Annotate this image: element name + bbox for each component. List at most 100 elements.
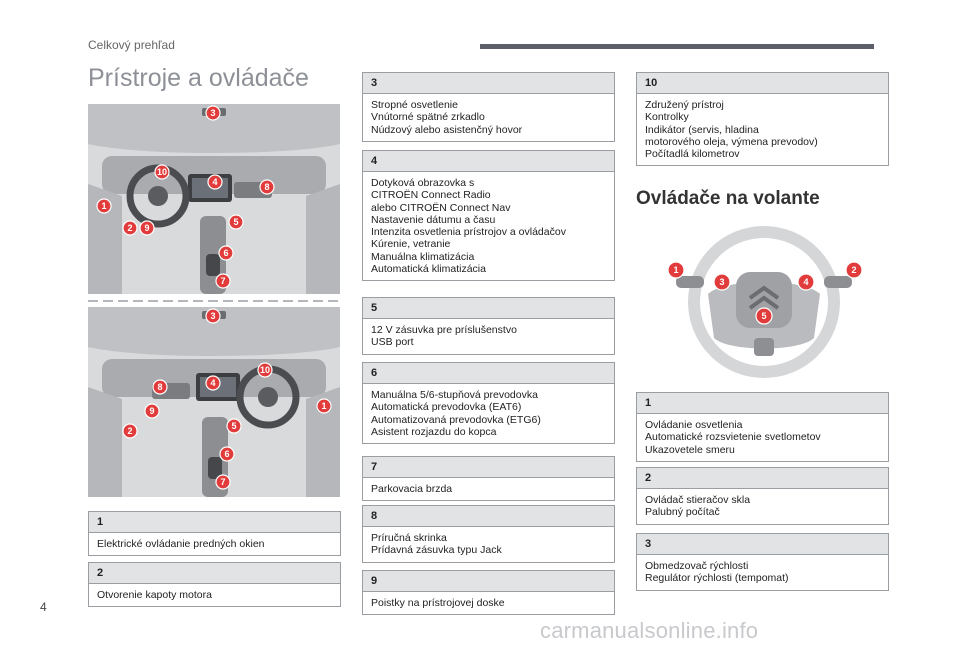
marker-6: 6 [218,245,234,261]
legend-box-9: 9 Poistky na prístrojovej doske [362,570,615,616]
marker-5: 5 [228,214,244,230]
legend-number: 1 [89,512,340,533]
svg-text:3: 3 [719,277,724,287]
svg-text:6: 6 [224,449,229,459]
legend-line: Núdzový alebo asistenčný hovor [371,123,523,136]
marker-8: 8 [152,379,168,395]
legend-number: 2 [637,468,888,489]
svg-text:5: 5 [231,421,236,431]
svg-text:1: 1 [101,201,106,211]
legend-box-6: 6 Manuálna 5/6-stupňová prevodovka Autom… [362,362,615,445]
legend-line: Príručná skrinka [371,532,447,544]
legend-line: Nastavenie dátumu a času [371,213,496,226]
header-rule [480,44,874,49]
legend-line: Elektrické ovládanie predných okien [97,538,265,550]
legend-line: Ovládač stieračov skla [645,494,751,506]
svg-text:1: 1 [673,265,678,275]
legend-line: Prídavná zásuvka typu Jack [371,544,502,557]
svg-text:5: 5 [761,311,766,321]
legend-line: Intenzita osvetlenia prístrojov a ovláda… [371,226,566,239]
legend-line: Dotyková obrazovka s [371,177,475,189]
svg-text:3: 3 [210,108,215,118]
steering-wheel-illustration: 1 3 4 2 5 [636,220,887,380]
marker-1: 1 [316,398,332,414]
svg-text:6: 6 [223,248,228,258]
svg-text:4: 4 [803,277,808,287]
marker-9: 9 [144,403,160,419]
page-title: Prístroje a ovládače [88,64,309,92]
legend-line: Združený prístroj [645,99,724,111]
legend-box-2: 2 Otvorenie kapoty motora [88,562,341,608]
watermark: carmanualsonline.info [540,618,759,643]
svg-text:3: 3 [210,311,215,321]
marker-5: 5 [226,418,242,434]
legend-box-10: 10 Združený prístroj Kontrolky Indikátor… [636,72,889,167]
svg-text:1: 1 [321,401,326,411]
marker-4: 4 [207,174,223,190]
svg-text:4: 4 [210,378,215,388]
marker-5: 5 [755,307,773,325]
marker-6: 6 [219,446,235,462]
marker-2: 2 [122,220,138,236]
legend-number: 8 [363,506,614,527]
svg-text:5: 5 [233,217,238,227]
marker-2: 2 [122,423,138,439]
legend-line: Vnútorné spätné zrkadlo [371,111,485,124]
legend-box-5: 5 12 V zásuvka pre príslušenstvo USB por… [362,297,615,355]
legend-line: Manuálna 5/6-stupňová prevodovka [371,389,538,401]
legend-line: CITROËN Connect Radio [371,189,491,202]
legend-line: Automatické rozsvietenie svetlometov [645,431,821,444]
dashboard-lhd-illustration: 3 10 4 8 1 5 2 9 6 7 [88,104,340,294]
legend-line: Manuálna klimatizácia [371,250,475,263]
svg-text:10: 10 [157,167,167,177]
section-label: Celkový prehľad [88,38,175,52]
marker-3: 3 [205,105,221,121]
legend-line: USB port [371,336,414,349]
legend-line: Asistent rozjazdu do kopca [371,425,497,438]
legend-line: Kúrenie, vetranie [371,238,451,251]
legend-line: Počítadlá kilometrov [645,148,740,161]
svg-text:9: 9 [144,223,149,233]
marker-3: 3 [713,273,731,291]
section-subtitle: Ovládače na volante [636,188,820,209]
legend-line: Kontrolky [645,111,689,124]
legend-line: alebo CITROËN Connect Nav [371,201,511,214]
svg-text:2: 2 [127,223,132,233]
legend-box-3: 3 Stropné osvetlenie Vnútorné spätné zrk… [362,72,615,142]
legend-line: Ovládanie osvetlenia [645,419,743,431]
svg-text:9: 9 [149,406,154,416]
callout-markers: 3 10 4 8 1 5 2 9 6 7 [96,105,275,289]
legend-number: 4 [363,151,614,172]
marker-8: 8 [259,179,275,195]
svg-text:2: 2 [127,426,132,436]
marker-7: 7 [215,474,231,490]
callout-markers: 3 10 8 4 9 1 5 2 6 7 [122,308,332,490]
marker-1: 1 [96,198,112,214]
legend-line: Ukazovetele smeru [645,443,735,456]
svg-text:7: 7 [220,477,225,487]
marker-10: 10 [154,164,170,180]
legend-box-4: 4 Dotyková obrazovka s CITROËN Connect R… [362,150,615,282]
legend-box-7: 7 Parkovacia brzda [362,456,615,502]
legend-line: Automatizovaná prevodovka (ETG6) [371,413,541,426]
dashboard-rhd-illustration: 3 10 8 4 9 1 5 2 6 7 [88,307,340,497]
marker-3: 3 [205,308,221,324]
legend-number: 6 [363,363,614,384]
figure-divider [88,300,340,302]
wheel-legend-box-2: 2 Ovládač stieračov skla Palubný počítač [636,467,889,525]
marker-2: 2 [845,261,863,279]
legend-line: Regulátor rýchlosti (tempomat) [645,572,789,585]
legend-number: 9 [363,571,614,592]
legend-line: Obmedzovač rýchlosti [645,560,749,572]
legend-line: Otvorenie kapoty motora [97,589,212,601]
legend-line: Parkovacia brzda [371,483,453,495]
legend-box-1: 1 Elektrické ovládanie predných okien [88,511,341,557]
marker-4: 4 [205,375,221,391]
legend-number: 10 [637,73,888,94]
legend-line: Indikátor (servis, hladina [645,123,759,136]
legend-number: 7 [363,457,614,478]
legend-number: 2 [89,563,340,584]
marker-1: 1 [667,261,685,279]
svg-text:8: 8 [157,382,162,392]
legend-box-8: 8 Príručná skrinka Prídavná zásuvka typu… [362,505,615,563]
